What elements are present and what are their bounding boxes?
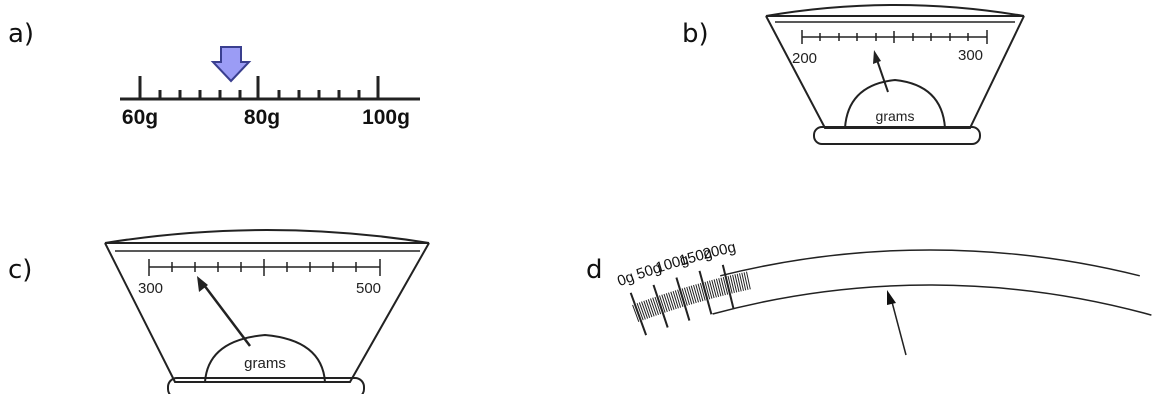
dial-label-200g: 200g bbox=[701, 239, 737, 263]
dial-major-tick bbox=[652, 284, 669, 328]
scale-body bbox=[104, 242, 430, 383]
dial-minor-tick bbox=[638, 302, 646, 320]
dial-minor-tick bbox=[711, 279, 717, 298]
dial-major-tick bbox=[721, 264, 735, 309]
dial-minor-tick bbox=[697, 283, 704, 302]
dial-inner-arc bbox=[712, 284, 1152, 316]
dial-minor-tick bbox=[688, 286, 695, 304]
scale-b-max-label: 300 bbox=[958, 47, 983, 64]
tick-label-60g: 60g bbox=[122, 106, 158, 129]
dial-minor-tick bbox=[718, 278, 724, 296]
dial-ticks bbox=[629, 264, 751, 336]
needle-arrow-icon bbox=[197, 276, 208, 292]
dial-minor-tick bbox=[729, 275, 735, 294]
scale-b-hub bbox=[844, 78, 946, 129]
dial-minor-tick bbox=[746, 271, 751, 290]
dial-minor-tick bbox=[743, 272, 749, 290]
needle-arrow-icon bbox=[873, 50, 881, 64]
label-d: d bbox=[586, 255, 603, 285]
dial-minor-tick bbox=[727, 275, 733, 294]
dial-minor-tick bbox=[704, 281, 711, 300]
dial-minor-tick bbox=[706, 281, 713, 299]
dial-minor-tick bbox=[668, 292, 675, 310]
dial-minor-tick bbox=[734, 274, 740, 293]
dial-minor-tick bbox=[715, 278, 722, 297]
scale-c-unit-label: grams bbox=[244, 355, 286, 372]
dial-outer-arc bbox=[720, 249, 1140, 277]
dial-minor-tick bbox=[670, 291, 677, 310]
number-line-a: 60g 80g 100g bbox=[120, 46, 420, 129]
dial-minor-tick bbox=[636, 303, 644, 321]
down-arrow-icon bbox=[210, 46, 252, 83]
scale-c-hub bbox=[204, 333, 326, 383]
dial-minor-tick bbox=[665, 293, 673, 311]
label-c: c) bbox=[8, 255, 32, 285]
dial-d-needle bbox=[891, 301, 907, 356]
scale-b-unit-label: grams bbox=[876, 108, 915, 124]
scale-c-base bbox=[167, 377, 365, 394]
scale-pan-top bbox=[765, 4, 1025, 17]
dial-minor-tick bbox=[659, 295, 666, 313]
dial-minor-tick bbox=[643, 300, 651, 318]
dial-minor-tick bbox=[739, 273, 744, 291]
dial-minor-tick bbox=[699, 282, 706, 301]
dial-minor-tick bbox=[663, 293, 671, 312]
scale-b: 200 300 grams bbox=[765, 4, 1025, 145]
dial-minor-tick bbox=[695, 284, 702, 302]
scale-b-needle bbox=[876, 59, 889, 93]
label-a: a) bbox=[8, 19, 34, 49]
dial-minor-tick bbox=[654, 296, 662, 315]
dial-minor-tick bbox=[686, 286, 693, 305]
dial-d: 0g 50g 100g 150g 200g bbox=[615, 239, 1152, 356]
dial-minor-tick bbox=[632, 304, 640, 322]
dial-minor-tick bbox=[693, 284, 699, 303]
scale-b-base bbox=[813, 126, 981, 145]
dial-minor-tick bbox=[709, 280, 715, 299]
dial-minor-tick bbox=[741, 272, 747, 291]
dial-minor-tick bbox=[650, 298, 657, 316]
dial-minor-tick bbox=[674, 290, 682, 308]
needle-arrow-icon bbox=[887, 290, 896, 305]
dial-minor-tick bbox=[722, 276, 729, 295]
scale-pan-top bbox=[104, 229, 430, 244]
scale-b-min-label: 200 bbox=[792, 50, 817, 67]
dial-minor-tick bbox=[690, 285, 697, 304]
dial-minor-tick bbox=[645, 299, 653, 318]
dial-major-tick bbox=[675, 277, 691, 321]
scale-c: 300 500 grams bbox=[104, 229, 430, 394]
scale-c-max-label: 500 bbox=[356, 280, 381, 297]
dial-minor-tick bbox=[720, 277, 726, 296]
scale-c-needle bbox=[203, 284, 251, 347]
dial-minor-tick bbox=[681, 288, 688, 306]
dial-minor-tick bbox=[652, 297, 659, 315]
dial-minor-tick bbox=[641, 301, 649, 319]
dial-minor-tick bbox=[672, 290, 679, 309]
tick-label-80g: 80g bbox=[244, 106, 280, 129]
dial-minor-tick bbox=[647, 299, 655, 317]
dial-minor-tick bbox=[732, 274, 738, 293]
dial-minor-tick bbox=[677, 289, 684, 308]
dial-minor-tick bbox=[661, 294, 668, 313]
scale-c-min-label: 300 bbox=[138, 280, 163, 297]
dial-minor-tick bbox=[683, 287, 690, 306]
dial-major-tick bbox=[629, 292, 648, 336]
dial-major-tick bbox=[698, 270, 713, 315]
tick-label-100g: 100g bbox=[362, 106, 410, 129]
dial-label-0g: 0g bbox=[615, 268, 636, 290]
dial-minor-tick bbox=[713, 279, 720, 298]
dial-minor-tick bbox=[736, 273, 742, 292]
label-b: b) bbox=[682, 19, 709, 49]
